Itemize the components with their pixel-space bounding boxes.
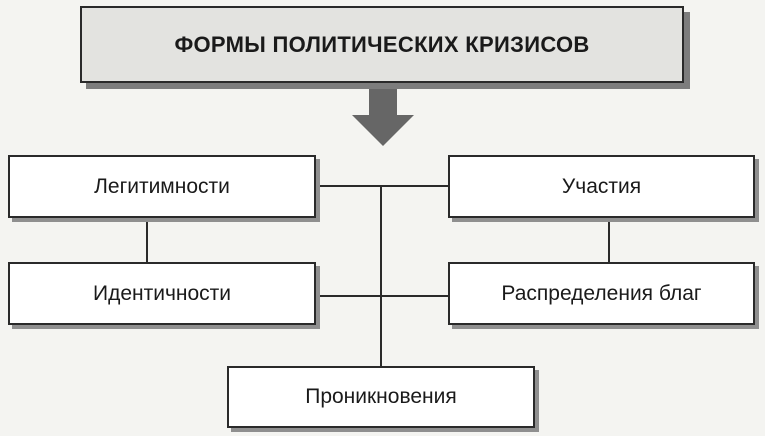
label-penetration: Проникновения <box>305 385 457 408</box>
box-participation: Участия <box>448 155 755 218</box>
down-arrow-icon <box>352 88 414 146</box>
label-identity: Идентичности <box>92 281 232 305</box>
title-box: ФОРМЫ ПОЛИТИЧЕСКИХ КРИЗИСОВ <box>80 6 684 83</box>
label-participation: Участия <box>561 174 642 198</box>
box-distribution: Распределения благ <box>448 262 755 325</box>
box-penetration: Проникновения <box>227 366 535 428</box>
label-distribution: Распределения благ <box>501 281 702 305</box>
diagram-title: ФОРМЫ ПОЛИТИЧЕСКИХ КРИЗИСОВ <box>174 31 590 57</box>
box-identity: Идентичности <box>8 262 316 325</box>
label-legitimacy: Легитимности <box>94 174 230 198</box>
box-legitimacy: Легитимности <box>8 155 316 218</box>
